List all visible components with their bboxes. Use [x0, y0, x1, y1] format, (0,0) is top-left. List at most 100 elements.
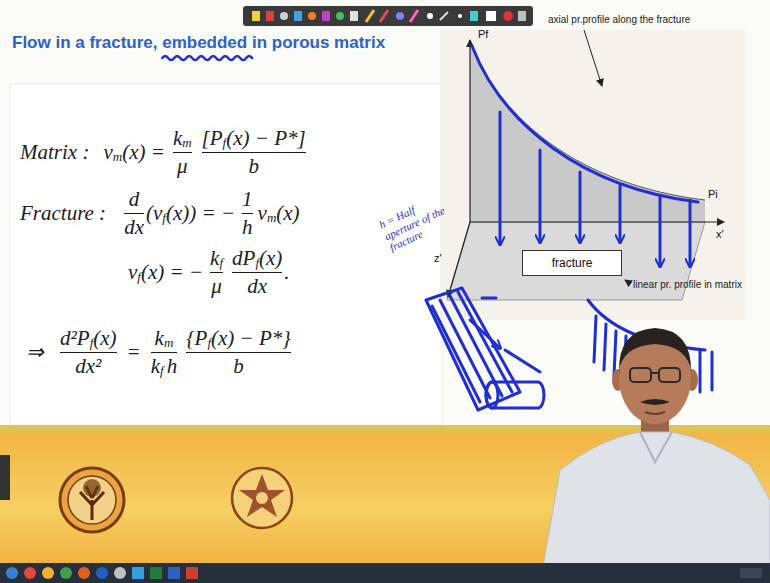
- fraction-bar: [202, 152, 306, 153]
- equation-term: (x) − P*}: [211, 326, 291, 351]
- equation-term: dx: [247, 274, 267, 299]
- equation-term: .: [284, 260, 289, 285]
- denominator: h: [242, 215, 253, 240]
- denominator: kfh: [151, 354, 177, 379]
- fraction: kmkfh: [151, 326, 177, 379]
- equation-term: [P: [202, 126, 223, 151]
- wavy-underline: [162, 56, 252, 60]
- equation-term: (x): [259, 246, 282, 271]
- equation-term: k: [151, 354, 160, 379]
- denominator: μ: [211, 274, 222, 299]
- equation-subscript: f: [137, 269, 141, 285]
- equation-row: ⇒d²Pf(x)dx²=kmkfh{Pf(x) − P*}b: [26, 326, 293, 379]
- equation-panel: [10, 84, 442, 425]
- slide-title: Flow in a fracture, embedded in porous m…: [12, 33, 385, 53]
- equation-term: dP: [232, 246, 255, 271]
- leader-line: [625, 280, 631, 284]
- fraction-bar: [210, 272, 223, 273]
- numerator: kf: [210, 246, 223, 271]
- fraction: [Pf(x) − P*] b: [202, 126, 306, 179]
- numerator: {Pf(x) − P*}: [186, 326, 291, 351]
- axial-profile-curve: [470, 42, 705, 200]
- equation-term: v: [128, 260, 137, 285]
- pressure-shading: [470, 42, 705, 222]
- box-label: fracture: [552, 256, 593, 270]
- numerator: km: [155, 326, 174, 351]
- denominator: μ: [177, 154, 188, 179]
- equation-subscript: f: [162, 210, 166, 226]
- axis-label: z': [434, 252, 442, 264]
- equation-term: (x) =: [122, 140, 165, 165]
- equation-subscript: m: [267, 210, 276, 226]
- equation-subscript: m: [182, 135, 191, 151]
- equation-term: b: [233, 354, 244, 379]
- equation-subscript: m: [113, 149, 122, 165]
- equation-term: k: [210, 246, 219, 271]
- equation-term: b: [248, 154, 259, 179]
- equation-term: h: [167, 354, 178, 379]
- equation-term: d: [129, 187, 140, 212]
- axis-label: Pi: [708, 188, 718, 200]
- fraction: kfμ: [210, 246, 223, 299]
- side-tab: [0, 455, 10, 500]
- equation-subscript: f: [223, 135, 227, 151]
- equation-term: 1: [242, 187, 253, 212]
- numerator: [Pf(x) − P*]: [202, 126, 306, 151]
- equation-term: h: [242, 215, 253, 240]
- equation-subscript: f: [207, 335, 211, 351]
- equation-term: Matrix :: [20, 140, 89, 165]
- fraction-bar: [173, 152, 192, 153]
- denominator: b: [248, 154, 259, 179]
- equation-term: v: [103, 140, 112, 165]
- equation-term: (x): [93, 326, 116, 351]
- fraction-bar: [242, 213, 253, 214]
- equation-term: Fracture :: [20, 201, 106, 226]
- presenter-video: [540, 328, 770, 583]
- equation-term: {P: [186, 326, 207, 351]
- fraction: d²Pf(x) dx²: [60, 326, 117, 379]
- fraction-bar: [60, 352, 117, 353]
- equation-term: dx²: [75, 354, 101, 379]
- axis-label: Pf: [478, 28, 488, 40]
- equation-term: dx: [124, 215, 144, 240]
- fracture-box: fracture: [522, 250, 622, 276]
- x-axis: [470, 221, 724, 222]
- fraction: 1h: [242, 187, 253, 240]
- numerator: dPf(x): [232, 246, 282, 271]
- equation-term: d²P: [60, 326, 90, 351]
- handwritten-note: h = Half aperture of the fracture: [377, 192, 453, 254]
- denominator: dx: [124, 215, 144, 240]
- equation-subscript: f: [160, 363, 164, 379]
- equation-subscript: f: [90, 335, 94, 351]
- leader-line: [584, 30, 602, 86]
- fraction: d dx: [124, 187, 144, 240]
- equation-term: k: [155, 326, 164, 351]
- program-logo: [232, 468, 292, 528]
- fraction-bar: [186, 352, 291, 353]
- fraction-bar: [232, 272, 282, 273]
- equation-subscript: f: [219, 255, 223, 271]
- equation-row: Fracture :ddx(vf(x)) = −1hvm(x): [20, 187, 300, 240]
- institute-logo: [60, 468, 124, 532]
- denominator: dx²: [75, 354, 101, 379]
- equation-term: v: [258, 201, 267, 226]
- equation-term: ⇒: [26, 340, 44, 365]
- box-text-group: fracture: [552, 256, 593, 270]
- equation-subscript: m: [164, 335, 173, 351]
- equation-term: μ: [177, 154, 188, 179]
- fraction: dPf(x) dx: [232, 246, 282, 299]
- numerator: 1: [242, 187, 253, 212]
- equation-term: (v: [146, 201, 162, 226]
- numerator: d: [129, 187, 140, 212]
- pressure-axis: [469, 40, 470, 222]
- equation-term: μ: [211, 274, 222, 299]
- numerator: km: [173, 126, 192, 151]
- denominator: b: [233, 354, 244, 379]
- z-axis: [448, 222, 470, 297]
- equation-term: (x): [276, 201, 299, 226]
- numerator: d²Pf(x): [60, 326, 117, 351]
- fraction: km μ: [173, 126, 192, 179]
- equation-term: (x) − P*]: [226, 126, 305, 151]
